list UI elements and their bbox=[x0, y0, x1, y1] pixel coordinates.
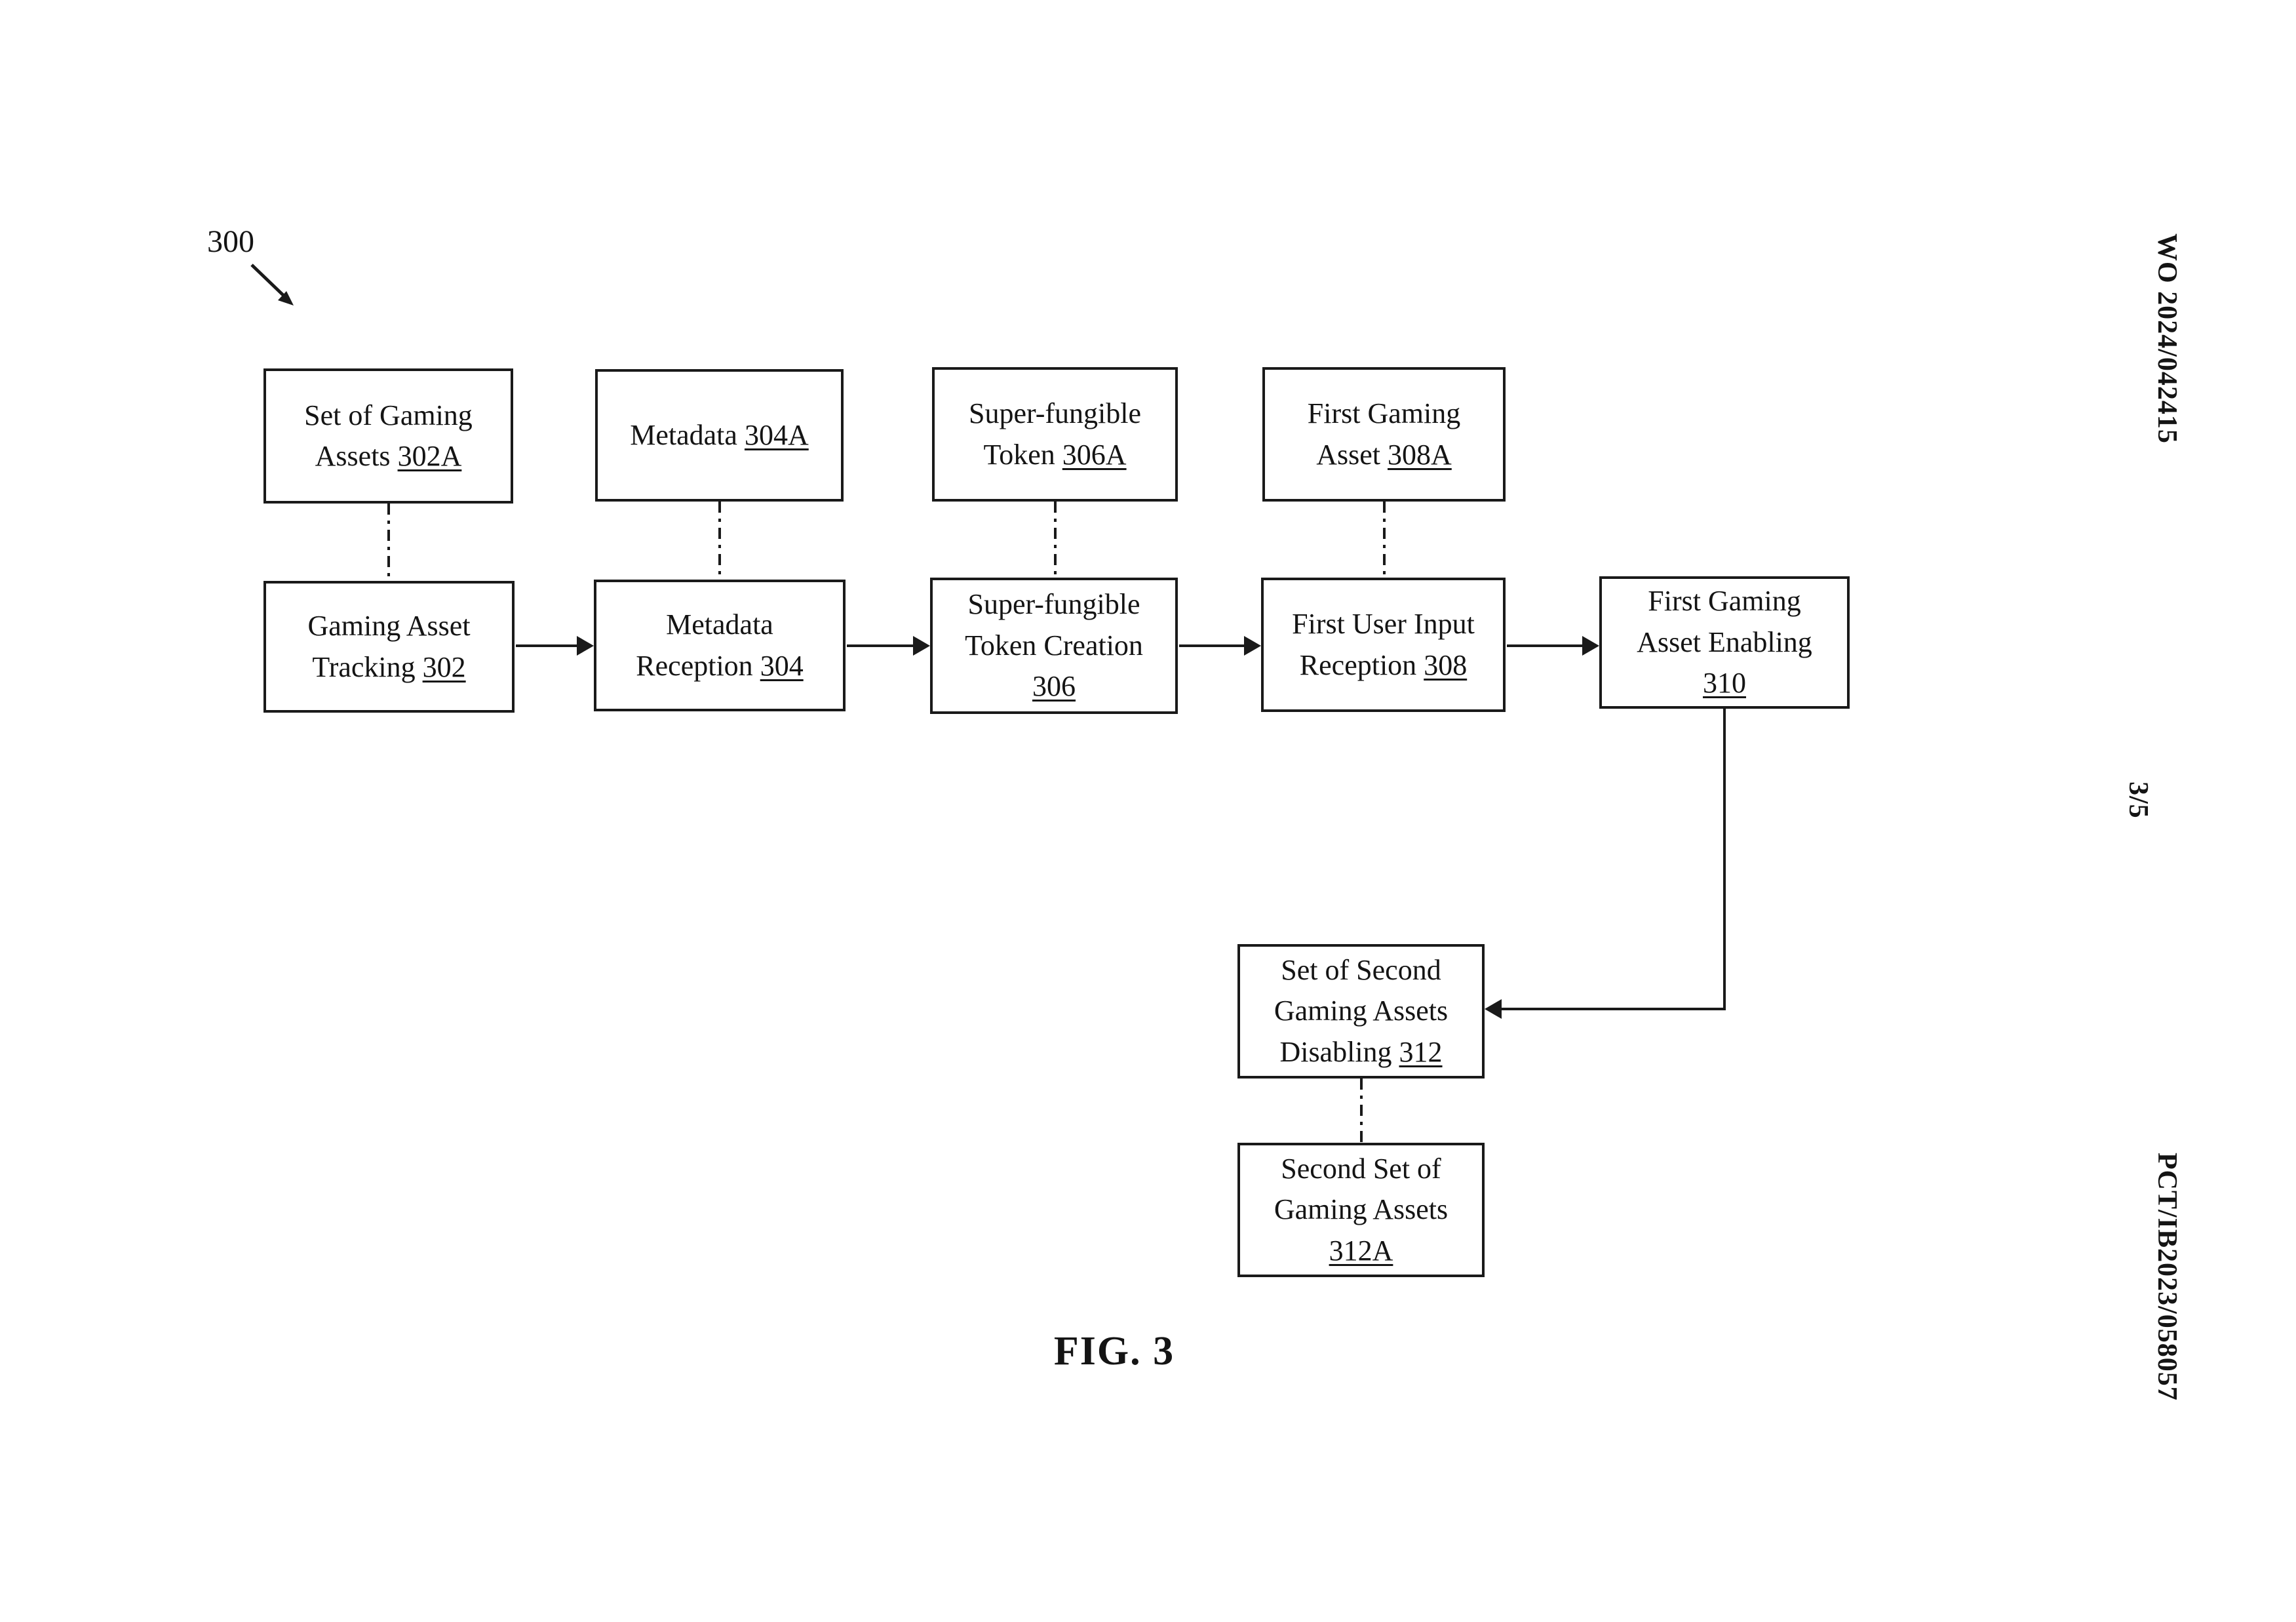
box-first-gaming-asset-308a: First Gaming Asset 308A bbox=[1262, 367, 1506, 502]
arrow-304-306-head bbox=[913, 636, 930, 656]
box-308a-label: First Gaming Asset bbox=[1307, 397, 1461, 471]
application-number-sidebar: PCT/IB2023/058057 bbox=[2152, 1153, 2182, 1401]
box-304-label: Metadata Reception bbox=[636, 608, 773, 682]
box-312a-ref: 312A bbox=[1329, 1234, 1393, 1267]
figure-caption: FIG. 3 bbox=[1053, 1329, 1175, 1374]
box-302-label: Gaming Asset Tracking bbox=[307, 610, 471, 683]
box-312-label: Set of Second Gaming Assets Disabling bbox=[1274, 953, 1449, 1068]
arrow-302-304-head bbox=[577, 636, 594, 656]
box-308a-ref: 308A bbox=[1388, 438, 1452, 471]
arrow-306-308-head bbox=[1244, 636, 1261, 656]
box-super-fungible-token-306a: Super-fungible Token 306A bbox=[932, 367, 1178, 502]
box-304a-label: Metadata bbox=[630, 418, 737, 451]
box-306-label: Super-fungible Token Creation bbox=[965, 588, 1143, 662]
box-306a-label: Super-fungible Token bbox=[968, 397, 1142, 471]
box-first-gaming-asset-enabling-310: First Gaming Asset Enabling 310 bbox=[1599, 576, 1850, 709]
publication-number-sidebar: WO 2024/042415 bbox=[2152, 233, 2182, 444]
connector-306a-306 bbox=[1054, 502, 1057, 578]
box-304a-text: Metadata 304A bbox=[617, 415, 821, 456]
box-super-fungible-token-creation-306: Super-fungible Token Creation 306 bbox=[930, 578, 1178, 714]
box-304a-ref: 304A bbox=[744, 418, 809, 451]
box-306-text: Super-fungible Token Creation 306 bbox=[952, 584, 1156, 707]
arrow-308-310-line bbox=[1507, 644, 1584, 647]
box-gaming-asset-tracking-302: Gaming Asset Tracking 302 bbox=[263, 581, 515, 713]
box-302a-label: Set of Gaming Assets bbox=[304, 399, 473, 472]
box-310-text: First Gaming Asset Enabling 310 bbox=[1622, 581, 1827, 703]
arrow-310-312-vertical bbox=[1723, 709, 1726, 1009]
box-302a-text: Set of Gaming Assets 302A bbox=[286, 395, 491, 477]
reference-300-arrow bbox=[250, 264, 294, 306]
box-302-ref: 302 bbox=[422, 650, 466, 683]
connector-304a-304 bbox=[718, 502, 721, 580]
box-306a-ref: 306A bbox=[1062, 438, 1127, 471]
arrow-310-312-head bbox=[1485, 999, 1502, 1019]
box-302a-ref: 302A bbox=[397, 440, 462, 472]
box-set-of-second-gaming-assets-disabling-312: Set of Second Gaming Assets Disabling 31… bbox=[1237, 944, 1485, 1078]
box-metadata-reception-304: Metadata Reception 304 bbox=[594, 580, 846, 711]
diagram-reference-label: 300 bbox=[207, 224, 254, 259]
arrow-310-312-horizontal bbox=[1499, 1008, 1726, 1010]
sheet-number-sidebar: 3/5 bbox=[2123, 781, 2153, 819]
box-312a-label: Second Set of Gaming Assets bbox=[1274, 1152, 1449, 1226]
arrow-302-304-line bbox=[516, 644, 579, 647]
box-308-label: First User Input Reception bbox=[1292, 608, 1475, 681]
connector-312-312a bbox=[1360, 1078, 1363, 1143]
box-302-text: Gaming Asset Tracking 302 bbox=[286, 606, 492, 688]
box-312a-text: Second Set of Gaming Assets 312A bbox=[1260, 1149, 1462, 1271]
box-310-label: First Gaming Asset Enabling bbox=[1637, 585, 1812, 658]
box-first-user-input-reception-308: First User Input Reception 308 bbox=[1261, 578, 1506, 712]
box-304-ref: 304 bbox=[760, 649, 804, 682]
box-304-text: Metadata Reception 304 bbox=[616, 604, 823, 686]
box-308a-text: First Gaming Asset 308A bbox=[1285, 393, 1483, 475]
box-308-ref: 308 bbox=[1424, 648, 1468, 681]
box-second-set-of-gaming-assets-312a: Second Set of Gaming Assets 312A bbox=[1237, 1143, 1485, 1277]
box-306-ref: 306 bbox=[1032, 670, 1076, 703]
box-306a-text: Super-fungible Token 306A bbox=[954, 393, 1156, 475]
connector-308a-308 bbox=[1383, 502, 1386, 578]
box-metadata-304a: Metadata 304A bbox=[595, 369, 844, 502]
box-312-ref: 312 bbox=[1399, 1035, 1443, 1068]
box-308-text: First User Input Reception 308 bbox=[1283, 604, 1483, 686]
arrow-308-310-head bbox=[1582, 636, 1599, 656]
box-set-of-gaming-assets-302a: Set of Gaming Assets 302A bbox=[263, 368, 513, 504]
arrow-304-306-line bbox=[847, 644, 914, 647]
arrow-306-308-line bbox=[1179, 644, 1245, 647]
box-310-ref: 310 bbox=[1703, 667, 1746, 700]
box-312-text: Set of Second Gaming Assets Disabling 31… bbox=[1260, 950, 1462, 1073]
connector-302a-302 bbox=[387, 504, 390, 581]
